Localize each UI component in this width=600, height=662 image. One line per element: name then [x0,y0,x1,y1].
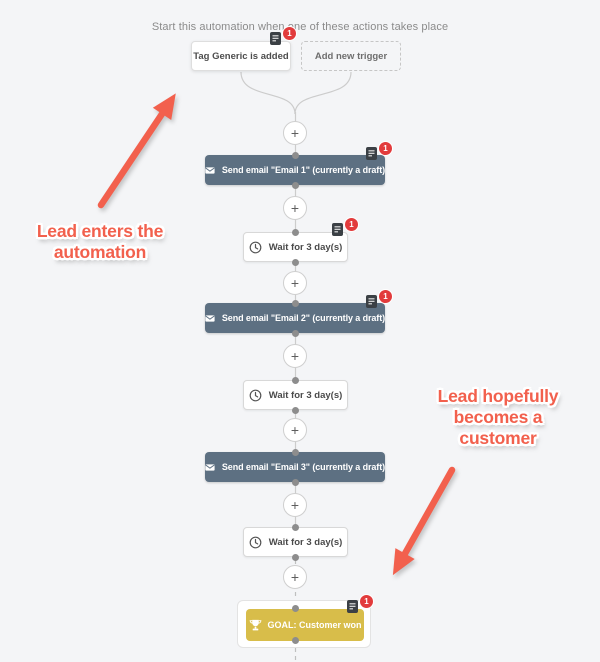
email-step-1-label: Send email "Email 1" (currently a draft) [221,165,385,175]
connector-dot [292,637,299,644]
email-icon [205,314,215,322]
add-step-button[interactable]: + [283,271,307,295]
connector-dot [292,605,299,612]
wait-step-2-label: Wait for 3 day(s) [268,389,343,401]
connector-dot [292,182,299,189]
plus-icon: + [290,125,300,141]
badge-count: 1 [359,594,374,609]
note-icon [366,147,377,160]
email-step-3[interactable]: Send email "Email 3" (currently a draft) [205,452,385,482]
email-2-note-badge[interactable]: 1 [366,289,393,308]
badge-count: 1 [378,141,393,156]
connector-dot [292,330,299,337]
wait-1-note-badge[interactable]: 1 [332,217,359,236]
note-icon [366,295,377,308]
plus-icon: + [290,422,300,438]
wait-step-3-label: Wait for 3 day(s) [268,536,343,548]
add-step-button[interactable]: + [283,121,307,145]
email-step-2-label: Send email "Email 2" (currently a draft) [221,313,385,323]
badge-count: 1 [378,289,393,304]
trigger-tag-generic[interactable]: Tag Generic is added [191,41,291,71]
badge-count: 1 [344,217,359,232]
plus-icon: + [290,200,300,216]
add-step-button[interactable]: + [283,418,307,442]
connector-dot [292,524,299,531]
trophy-icon [249,619,261,630]
annotation-arrow-left [97,93,176,209]
email-icon [205,166,215,174]
plus-icon: + [290,275,300,291]
add-new-trigger-button[interactable]: Add new trigger [301,41,401,71]
add-new-trigger-label: Add new trigger [314,50,388,62]
connector-dot [292,407,299,414]
add-step-button[interactable]: + [283,196,307,220]
add-step-button[interactable]: + [283,565,307,589]
plus-icon: + [290,348,300,364]
badge-count: 1 [282,26,297,41]
note-icon [332,223,343,236]
annotation-lead-enters: Lead enters the automation [36,221,164,262]
connector-dot [292,479,299,486]
add-step-button[interactable]: + [283,344,307,368]
email-step-1[interactable]: Send email "Email 1" (currently a draft) [205,155,385,185]
clock-icon [249,241,262,253]
connector-dot [292,259,299,266]
email-1-note-badge[interactable]: 1 [366,141,393,160]
note-icon [270,32,281,45]
email-step-3-label: Send email "Email 3" (currently a draft) [221,462,385,472]
automation-start-description: Start this automation when one of these … [151,21,449,33]
plus-icon: + [290,569,300,585]
connector-dot [292,152,299,159]
goal-customer-won[interactable]: GOAL: Customer won [246,609,364,641]
connector-dot [292,554,299,561]
connector-dot [292,377,299,384]
goal-label: GOAL: Customer won [267,620,362,630]
wait-step-2[interactable]: Wait for 3 day(s) [243,380,348,410]
wait-step-3[interactable]: Wait for 3 day(s) [243,527,348,557]
wait-step-1-label: Wait for 3 day(s) [268,241,343,253]
add-step-button[interactable]: + [283,493,307,517]
annotation-lead-becomes-customer: Lead hopefully becomes a customer [437,386,559,448]
email-step-2[interactable]: Send email "Email 2" (currently a draft) [205,303,385,333]
plus-icon: + [290,497,300,513]
trigger-tag-generic-label: Tag Generic is added [193,50,289,62]
connector-dot [292,449,299,456]
trigger-note-badge[interactable]: 1 [270,26,297,45]
connector-dot [292,229,299,236]
goal-note-badge[interactable]: 1 [347,594,374,613]
note-icon [347,600,358,613]
clock-icon [249,536,262,548]
annotation-arrow-right [392,466,456,576]
email-icon [205,463,215,471]
clock-icon [249,389,262,401]
connector-dot [292,300,299,307]
wait-step-1[interactable]: Wait for 3 day(s) [243,232,348,262]
